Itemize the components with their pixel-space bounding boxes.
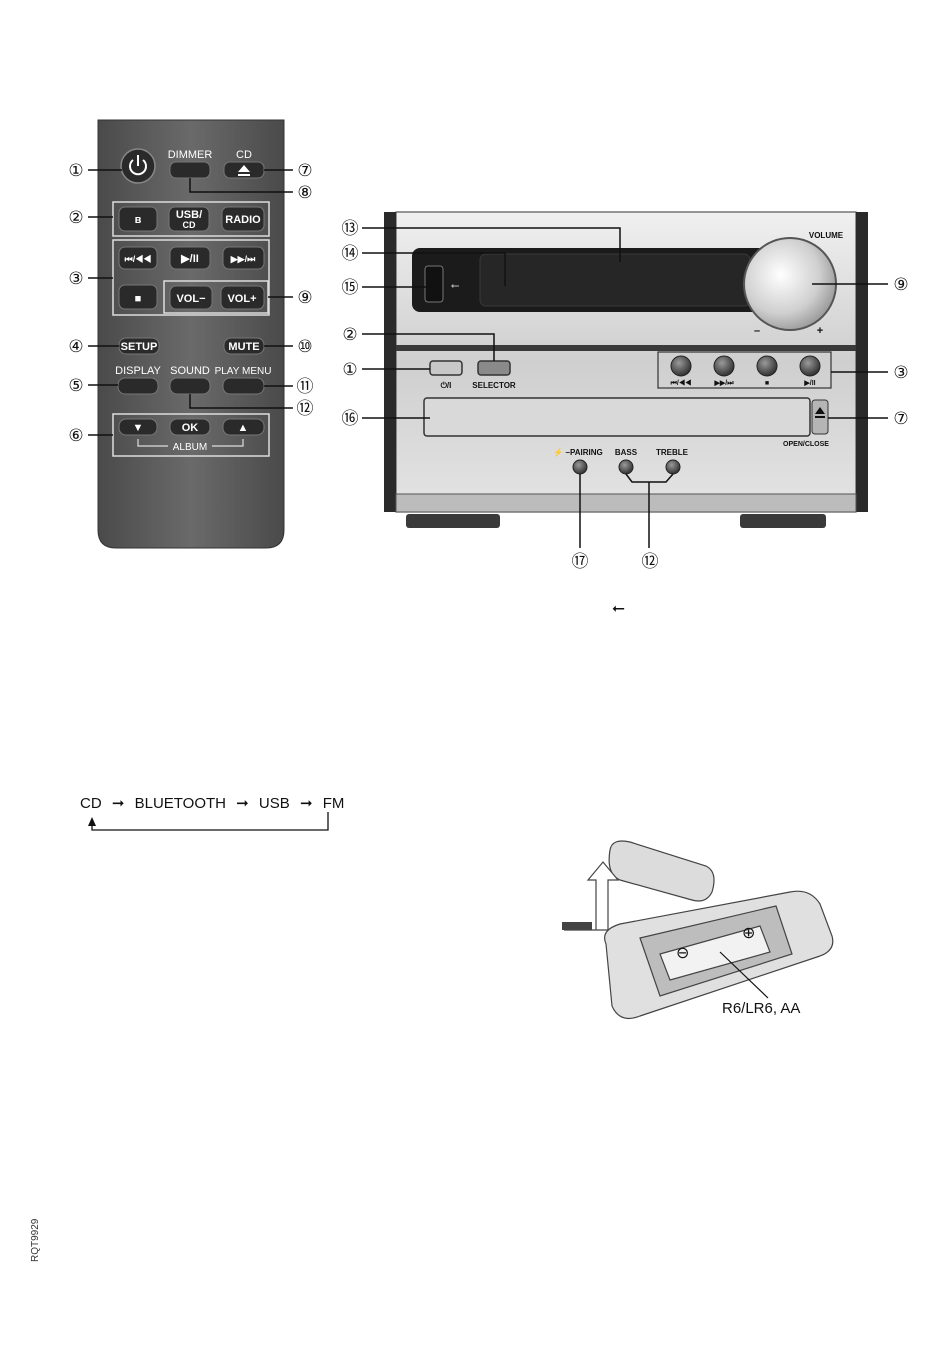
display-label: DISPLAY [115, 365, 161, 377]
usb-port[interactable] [425, 266, 443, 302]
usb-cd-label-2: CD [183, 220, 196, 230]
unit-stop-label: ■ [765, 380, 769, 387]
lift-arrow [564, 862, 618, 930]
dimmer-label: DIMMER [168, 149, 213, 161]
callout-remote-3: ③ [68, 269, 83, 289]
pairing-button[interactable] [573, 460, 587, 474]
unit-prev-button[interactable] [671, 356, 691, 376]
sound-label: SOUND [170, 365, 210, 377]
callout-remote-4: ④ [68, 337, 83, 357]
document-code: RQT9929 [30, 1219, 41, 1262]
unit-selector-label: SELECTOR [472, 381, 516, 390]
source-flow: CD ➞ BLUETOOTH ➞ USB ➞ FM [80, 794, 344, 812]
volume-minus-label: – [754, 325, 760, 337]
treble-button[interactable] [666, 460, 680, 474]
unit-foot-left [406, 514, 500, 528]
vol-up-label: VOL+ [227, 293, 256, 305]
play-menu-button[interactable] [223, 378, 264, 394]
flow-arrow-icon: ➞ [236, 794, 249, 812]
callout-unit-12: ⑫ [642, 552, 659, 572]
callout-remote-12: ⑫ [297, 399, 314, 419]
next-label: ▶▶/⏭ [230, 254, 256, 264]
callout-unit-16: ⑯ [342, 409, 359, 429]
flow-fm: FM [323, 795, 345, 812]
play-menu-label: PLAY MENU [215, 366, 272, 377]
remote-control: DIMMER CD ʙ USB/ CD RADIO ⏮/◀◀ ▶/II ▶▶/⏭… [98, 120, 284, 548]
callout-unit-3: ③ [893, 363, 908, 383]
setup-label: SETUP [121, 341, 158, 353]
unit-play-pause-button[interactable] [800, 356, 820, 376]
battery-type-label: R6/LR6, AA [722, 1000, 800, 1017]
prev-label: ⏮/◀◀ [125, 254, 152, 264]
album-label: ALBUM [173, 442, 207, 453]
flow-return-arrowhead [88, 817, 96, 826]
volume-label: VOLUME [809, 231, 844, 240]
callout-remote-7: ⑦ [297, 161, 312, 181]
volume-plus-label: + [817, 325, 823, 337]
bass-button[interactable] [619, 460, 633, 474]
unit-play-pause-label: ▶/II [803, 380, 815, 387]
album-down-label: ▼ [133, 422, 144, 434]
mute-label: MUTE [228, 341, 259, 353]
unit-prev-label: ⏮/◀◀ [671, 379, 692, 387]
unit-foot-right [740, 514, 826, 528]
unit-selector-button[interactable] [478, 361, 510, 375]
battery-minus-icon: ⊖ [676, 943, 689, 962]
vol-down-label: VOL− [176, 293, 205, 305]
unit-next-label: ▶▶/⏭ [713, 380, 734, 387]
flow-bluetooth: BLUETOOTH [135, 795, 226, 812]
unit-power-button[interactable] [430, 361, 462, 375]
callout-remote-9: ⑨ [297, 288, 312, 308]
usb-icon: ⭠ [451, 279, 460, 292]
slide-arrow-shadow [562, 922, 592, 930]
callout-remote-6: ⑥ [68, 426, 83, 446]
unit-next-button[interactable] [714, 356, 734, 376]
ok-label: OK [182, 422, 199, 434]
callout-unit-13: ⑬ [342, 219, 359, 239]
callout-remote-5: ⑤ [68, 376, 83, 396]
flow-usb: USB [259, 795, 290, 812]
dimmer-button[interactable] [170, 162, 210, 178]
callout-remote-8: ⑧ [297, 183, 312, 203]
bass-label: BASS [615, 448, 638, 457]
unit-power-label: ⏻/I [441, 381, 452, 390]
callout-unit-7: ⑦ [893, 409, 908, 429]
flow-arrow-icon: ➞ [112, 794, 125, 812]
callout-remote-2: ② [68, 208, 83, 228]
callout-unit-14: ⑭ [342, 244, 359, 264]
callout-remote-1: ① [68, 161, 83, 181]
callout-unit-15: ⑮ [342, 278, 359, 298]
stop-label: ■ [135, 293, 142, 305]
flow-cd: CD [80, 795, 102, 812]
play-pause-label: ▶/II [180, 253, 199, 265]
battery-cover [609, 841, 714, 901]
battery-plus-icon: ⊕ [742, 923, 755, 942]
callout-remote-10: ⑩ [297, 337, 312, 357]
usb-symbol: ⭠ [612, 598, 625, 618]
pairing-label: ⚡ –PAIRING [553, 447, 602, 457]
callout-unit-1: ① [342, 360, 357, 380]
cd-label: CD [236, 149, 252, 161]
battery-illustration: ⊖ ⊕ [562, 841, 833, 1018]
callout-unit-17: ⑰ [572, 552, 589, 572]
callout-unit-2: ② [342, 325, 357, 345]
main-unit: ⭠ VOLUME – + ⏻/I SELECTOR ⏮/◀◀ ▶▶/⏭ ■ ▶/… [384, 212, 868, 528]
radio-label: RADIO [225, 214, 261, 226]
callout-remote-11: ⑪ [297, 377, 314, 397]
display-button[interactable] [118, 378, 158, 394]
sound-button[interactable] [170, 378, 210, 394]
treble-label: TREBLE [656, 448, 689, 457]
flow-return-line [92, 812, 328, 830]
display-window [480, 254, 750, 306]
album-up-label: ▲ [238, 422, 249, 434]
open-close-label: OPEN/CLOSE [783, 441, 829, 448]
unit-stop-button[interactable] [757, 356, 777, 376]
bluetooth-icon: ʙ [135, 214, 142, 226]
flow-arrow-icon: ➞ [300, 794, 313, 812]
cd-slot [424, 398, 810, 436]
callout-unit-9: ⑨ [893, 275, 908, 295]
